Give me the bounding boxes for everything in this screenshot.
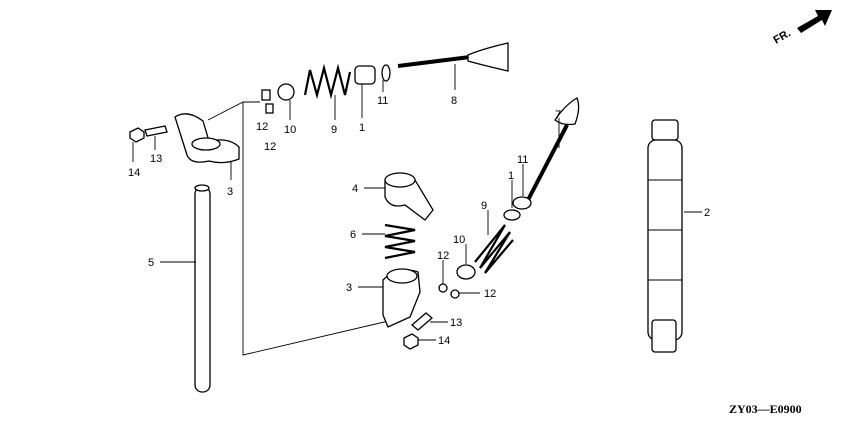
adjuster-screw-left [129,125,168,143]
lock-nut-lower [403,333,419,350]
fr-label: FR. [772,27,793,46]
washer-top [381,64,391,82]
callout-11: 11 [517,154,528,166]
rocker-arm-upper [384,172,434,221]
rocker-spring [384,223,416,260]
rocker-arm-lower [382,268,421,328]
callout-10: 10 [453,234,465,246]
valve-spring-lower [474,224,514,274]
collet-lower-b [450,289,460,299]
valve-seal-lower [503,209,521,221]
callout-13: 13 [150,153,162,165]
callout-3: 3 [346,282,352,294]
callout-9: 9 [481,200,487,212]
callout-6: 6 [350,229,356,241]
valve-spring-top [303,63,352,100]
callout-13: 13 [450,317,462,329]
valve-lower [526,97,580,201]
diagram-code: ZY03—E0900 [729,402,802,416]
retainer-lower [456,264,476,280]
callout-11: 11 [377,95,388,107]
callout-14: 14 [128,167,140,179]
valve-seal-top [354,65,376,85]
callout-12: 12 [264,141,276,153]
callout-10: 10 [284,124,296,136]
washer-lower [512,196,532,210]
callout-2: 2 [704,207,710,219]
valve-top [397,42,509,72]
assembly-bracket-line [207,101,398,356]
callout-9: 9 [331,124,337,136]
collet-lower-a [438,283,448,293]
camshaft [647,119,683,353]
adjuster-screw-lower [410,312,434,331]
callout-1: 1 [508,170,514,182]
callout-14: 14 [438,335,450,347]
arrow-icon [797,10,832,33]
rocker-arm-left [174,113,240,164]
callouts: 14 13 3 5 12 12 10 9 1 11 8 4 6 3 12 12 … [128,95,710,347]
push-rod [194,184,211,393]
callout-12: 12 [484,288,496,300]
front-direction-indicator: FR. [772,10,832,47]
collet-top-b [265,103,274,114]
callout-1: 1 [359,122,365,134]
callout-7: 7 [555,109,561,121]
callout-12: 12 [256,121,268,133]
callout-4: 4 [352,183,358,195]
callout-3: 3 [227,186,233,198]
callout-8: 8 [451,95,457,107]
callout-5: 5 [148,257,154,269]
retainer-top [277,83,295,101]
collet-top-a [261,89,271,101]
callout-12: 12 [437,250,449,262]
leader-lines [132,64,702,341]
